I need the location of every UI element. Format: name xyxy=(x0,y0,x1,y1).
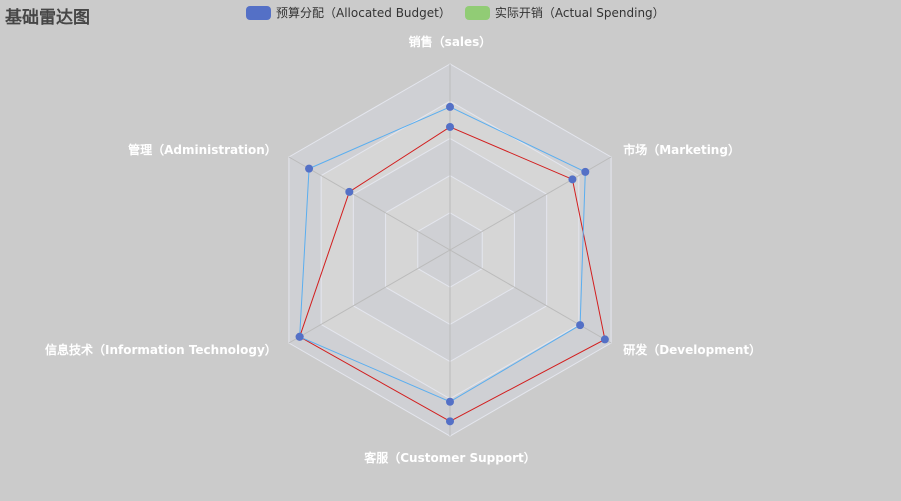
data-point xyxy=(446,102,454,111)
axis-line xyxy=(288,156,451,251)
legend-item-budget[interactable]: 预算分配（Allocated Budget） xyxy=(246,4,451,21)
indicator-label: 管理（Administration） xyxy=(128,142,277,157)
legend-label-budget: 预算分配（Allocated Budget） xyxy=(276,6,451,20)
data-point xyxy=(446,417,454,426)
data-point xyxy=(345,187,354,196)
data-point xyxy=(568,175,577,184)
data-point xyxy=(446,397,454,406)
data-point xyxy=(576,321,585,330)
legend-label-actual: 实际开销（Actual Spending） xyxy=(494,6,665,20)
data-point xyxy=(600,335,609,344)
indicator-label: 信息技术（Information Technology） xyxy=(45,342,277,357)
indicator-label: 市场（Marketing） xyxy=(623,142,740,157)
data-point xyxy=(305,164,314,173)
data-point xyxy=(581,167,590,176)
indicator-label: 研发（Development） xyxy=(623,342,761,357)
legend-swatch-actual xyxy=(464,5,490,20)
legend-swatch-budget xyxy=(246,5,271,20)
axis-line xyxy=(449,249,612,344)
data-point xyxy=(295,332,304,341)
indicator-label: 销售（sales） xyxy=(409,34,492,49)
legend-item-actual[interactable]: 实际开销（Actual Spending） xyxy=(464,4,665,21)
legend: 预算分配（Allocated Budget） 实际开销（Actual Spend… xyxy=(246,4,665,21)
chart-title: 基础雷达图 xyxy=(5,8,90,28)
data-point xyxy=(446,122,454,131)
axis-line xyxy=(288,249,451,344)
indicator-label: 客服（Customer Support） xyxy=(363,450,535,465)
